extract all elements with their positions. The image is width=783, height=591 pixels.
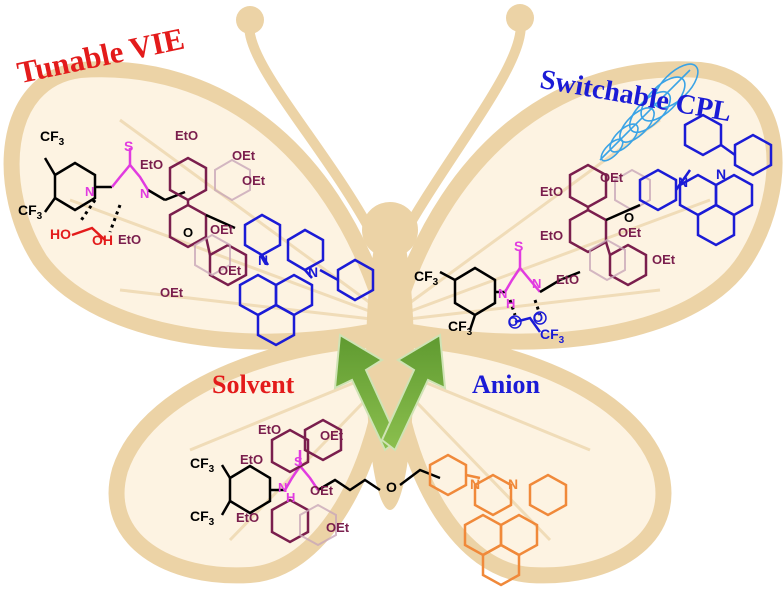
oet-label: OEt [652, 252, 676, 267]
cpl-helix-icon [599, 63, 699, 162]
thiourea-nh: N [498, 286, 508, 301]
oet-label: OEt [242, 173, 266, 188]
ether-o: O [386, 479, 397, 495]
oet-label: OEt [326, 520, 350, 535]
cf3-label: CF3 [18, 202, 43, 222]
cf3-label: CF3 [40, 128, 65, 148]
eto-label: EtO [258, 422, 282, 437]
thiourea-nh: H [286, 490, 296, 505]
thiourea-nh: H [506, 296, 516, 311]
molecule-bottom [220, 418, 568, 587]
carboxylate-o: O [508, 314, 519, 329]
acridine-n: N [508, 476, 519, 492]
ether-o: O [624, 210, 635, 225]
oet-label: OEt [310, 483, 334, 498]
oet-label: OEt [232, 148, 256, 163]
oet-label: OEt [160, 285, 184, 300]
anion-label: Anion [472, 370, 540, 399]
molecule-upper-right [439, 113, 773, 333]
thiourea-nh: N [140, 186, 150, 201]
thiourea-s: S [124, 138, 134, 154]
carboxylate-o: O [533, 310, 544, 325]
eto-label: EtO [236, 510, 260, 525]
oet-label: OEt [600, 170, 624, 185]
thiourea-nh: N [532, 276, 542, 291]
oet-label: OEt [218, 263, 242, 278]
anion-arrow [380, 333, 447, 452]
solvent-label: Solvent [212, 370, 295, 399]
thiourea-nh: N [85, 184, 95, 199]
glycol-ho: HO [50, 226, 71, 242]
thiourea-s: S [514, 238, 524, 254]
oet-label: OEt [618, 225, 642, 240]
acridine-n: N [258, 252, 269, 268]
cf3-label: CF3 [190, 508, 215, 528]
molecule-upper-left [43, 148, 375, 347]
acridine-n: N [470, 476, 481, 492]
eto-label: EtO [240, 452, 264, 467]
eto-label: EtO [118, 232, 142, 247]
eto-label: EtO [140, 157, 164, 172]
ether-o: O [183, 225, 194, 240]
thiourea-nh: N [278, 480, 288, 495]
eto-label: EtO [540, 184, 564, 199]
acridine-n: N [716, 166, 727, 182]
glycol-oh: OH [92, 232, 113, 248]
thiourea-s: S [294, 454, 303, 469]
oet-label: OEt [210, 222, 234, 237]
cf3-label: CF3 [190, 455, 215, 475]
cf3-label: CF3 [448, 318, 473, 338]
acridine-n: N [308, 264, 319, 280]
eto-label: EtO [540, 228, 564, 243]
oet-label: OEt [320, 428, 344, 443]
acridine-n: N [678, 174, 689, 190]
eto-label: EtO [175, 128, 199, 143]
cf3-label: CF3 [540, 326, 565, 346]
eto-label: EtO [556, 272, 580, 287]
cf3-label: CF3 [414, 268, 439, 288]
